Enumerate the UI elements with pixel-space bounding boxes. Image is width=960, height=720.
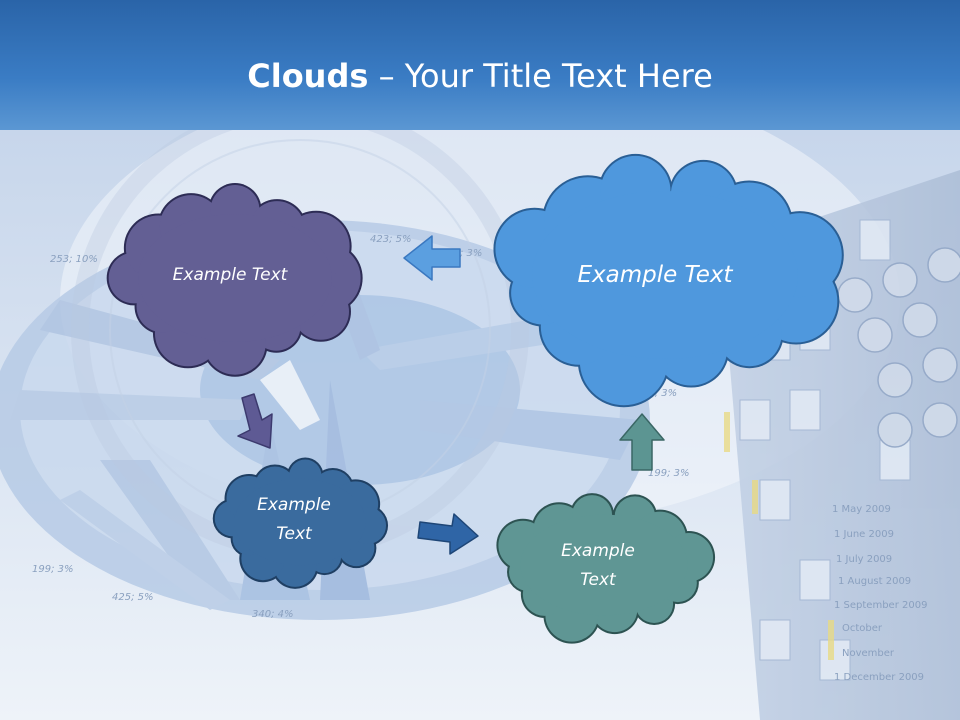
title-bar [0,0,960,130]
calendar-labels: 1 May 2009 1 June 2009 1 July 2009 1 Aug… [832,504,927,683]
bg-label: 1 September 2009 [834,600,927,611]
arrow-down-right[interactable] [237,393,273,449]
bg-label: 1 May 2009 [832,504,891,515]
bg-label: 1 June 2009 [834,529,894,540]
bg-label: ; 3% [460,248,482,259]
page-title: Clouds – Your Title Text Here [0,52,960,100]
cloud-light-blue[interactable] [493,153,844,408]
cloud-purple[interactable] [106,183,363,377]
cloud-teal[interactable] [496,493,716,644]
bg-label: 1 December 2009 [834,672,924,683]
bg-label: 1 August 2009 [838,576,911,587]
cloud-core [234,478,366,566]
bg-label: 340; 4% [252,609,294,620]
arrow-up[interactable] [619,413,665,471]
bg-label: 29; 3% [642,388,677,399]
cloud-dark-blue[interactable] [212,457,389,589]
bg-label: 1 July 2009 [836,554,892,565]
bg-label: 425; 5% [112,592,154,603]
bg-label: October [842,623,883,634]
bg-label: 423; 5% [370,234,412,245]
title-separator: – [368,57,405,95]
arrow-left[interactable] [403,235,461,281]
cloud-core [138,214,332,342]
bg-label: 253; 10% [50,254,98,265]
bg-label: November [842,648,895,659]
cloud-core [520,514,688,616]
arrow-right[interactable] [417,513,479,555]
bg-label: 199; 3% [648,468,690,479]
title-rest: Your Title Text Here [404,57,713,95]
title-bold: Clouds [247,57,369,95]
cloud-core [532,191,798,359]
bg-label: 199; 3% [32,564,74,575]
